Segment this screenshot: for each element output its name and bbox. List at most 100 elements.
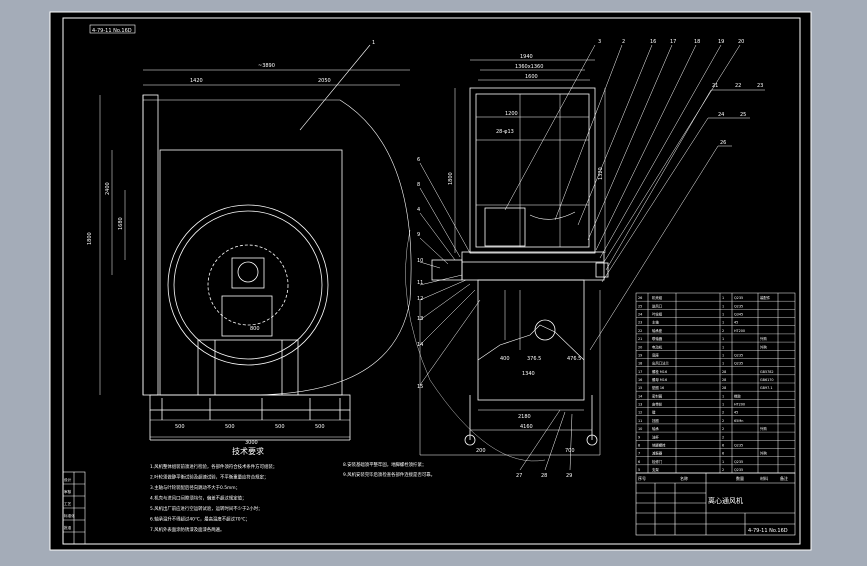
parts-cell: 电动机 [652, 344, 663, 349]
svg-text:500: 500 [315, 424, 325, 430]
parts-cell: 螺栓 M16 [652, 369, 667, 374]
svg-text:3000: 3000 [245, 440, 258, 446]
parts-cell: 20 [638, 345, 642, 349]
parts-cell: 1 [722, 321, 724, 325]
parts-cell: Q235 [734, 296, 743, 300]
svg-text:9: 9 [417, 232, 420, 238]
parts-cell: 28 [722, 370, 726, 374]
parts-cell: 机壳组 [652, 295, 663, 300]
svg-text:700: 700 [565, 448, 575, 454]
parts-cell: 1 [722, 460, 724, 464]
parts-cell: 28 [722, 378, 726, 382]
parts-cell: 26 [638, 296, 642, 300]
tech-title: 技术要求 [232, 446, 264, 456]
parts-cell: Q235 [734, 443, 743, 447]
top-left-tag: 4-79-11 No.16D [92, 28, 132, 34]
svg-text:2400: 2400 [105, 182, 111, 195]
svg-text:24: 24 [718, 112, 724, 118]
parts-cell: 11 [638, 419, 642, 423]
svg-text:1: 1 [372, 40, 375, 46]
parts-cell: 叶轮组 [652, 312, 663, 317]
svg-text:数量: 数量 [736, 475, 744, 481]
parts-cell: 13 [638, 403, 642, 407]
parts-cell: 外购 [760, 336, 767, 341]
parts-cell: 1 [722, 304, 724, 308]
parts-cell: Q235 [734, 353, 743, 357]
parts-cell: 1 [722, 353, 724, 357]
parts-cell: 2 [722, 427, 724, 431]
parts-cell: Q235 [734, 460, 743, 464]
svg-text:1420: 1420 [190, 78, 203, 84]
parts-cell: 1 [722, 337, 724, 341]
tech-note-line: 7.风机外表面涂防锈漆及面漆各两遍。 [150, 526, 224, 533]
svg-text:20: 20 [738, 39, 744, 45]
parts-cell: HT200 [734, 329, 745, 333]
parts-cell: 14 [638, 394, 642, 398]
parts-cell: 外购 [760, 344, 767, 349]
parts-cell: 出风口法兰 [652, 361, 670, 366]
tech-note-line: 6.轴承温升不得超过40℃，最高温度不超过70℃； [150, 516, 250, 523]
parts-cell: 10 [638, 427, 642, 431]
drawing-sheet [49, 11, 812, 551]
svg-text:1600: 1600 [525, 74, 538, 80]
parts-cell: 进风口 [652, 303, 662, 308]
svg-text:材料: 材料 [760, 475, 768, 481]
parts-cell: HT200 [734, 403, 745, 407]
svg-text:1680: 1680 [118, 217, 124, 230]
parts-cell: 45 [734, 411, 738, 415]
parts-cell: 外购 [760, 451, 767, 456]
svg-text:3: 3 [598, 39, 601, 45]
parts-cell: 外购 [760, 426, 767, 431]
drawing-id: 4-79-11 No.16D [748, 528, 788, 534]
parts-cell: 2 [722, 419, 724, 423]
tech-note-line: 9.风机安装完毕后须检查各部件连接是否可靠。 [343, 471, 435, 478]
svg-text:500: 500 [175, 424, 185, 430]
front-view [405, 44, 765, 471]
svg-text:4160: 4160 [520, 424, 533, 430]
parts-cell: 28 [722, 386, 726, 390]
svg-text:25: 25 [740, 112, 746, 118]
svg-text:8: 8 [417, 182, 420, 188]
svg-text:500: 500 [225, 424, 235, 430]
svg-text:序号: 序号 [638, 475, 646, 481]
parts-cell: 9 [638, 435, 640, 439]
parts-cell: 24 [638, 313, 642, 317]
svg-text:28: 28 [541, 473, 547, 479]
parts-cell: 检修门 [652, 459, 663, 464]
svg-text:2050: 2050 [318, 78, 331, 84]
parts-cell: 1 [722, 313, 724, 317]
svg-text:376.5: 376.5 [527, 356, 541, 362]
svg-text:500: 500 [275, 424, 285, 430]
parts-cell: 5 [638, 468, 640, 472]
svg-text:19: 19 [718, 39, 724, 45]
side-view-labels: 1 ~3890 1420 2050 1800 2400 1680 800 500… [87, 40, 375, 446]
parts-cell: 6 [638, 460, 640, 464]
parts-cell: 螺母 M16 [652, 377, 667, 382]
svg-text:1360x1360: 1360x1360 [515, 64, 543, 70]
parts-cell: 1 [722, 394, 724, 398]
parts-cell: 1 [722, 296, 724, 300]
svg-text:15: 15 [417, 384, 423, 390]
svg-text:476.5: 476.5 [567, 356, 581, 362]
svg-text:2: 2 [622, 39, 625, 45]
front-view-labels: 1940 1360x1360 1600 1200 28-φ13 1800 132… [417, 39, 763, 479]
parts-cell: 2 [722, 468, 724, 472]
parts-cell: Q235 [734, 468, 743, 472]
drawing-border [62, 17, 801, 545]
svg-text:26: 26 [720, 140, 726, 146]
svg-text:~3890: ~3890 [258, 63, 275, 69]
parts-cell: 支架 [652, 467, 659, 472]
svg-text:2180: 2180 [518, 414, 531, 420]
parts-cell: 6 [722, 452, 724, 456]
parts-cell: 密封圈 [652, 393, 663, 398]
tech-note-line: 8.安装基础须平整牢固，地脚螺栓须拧紧； [343, 461, 426, 468]
parts-cell: 19 [638, 353, 642, 357]
svg-text:28-φ13: 28-φ13 [496, 129, 514, 135]
parts-cell: 1 [722, 345, 724, 349]
parts-cell: 油杯 [652, 434, 659, 439]
parts-cell: 皮带轮 [652, 402, 663, 407]
svg-text:备注: 备注 [780, 475, 788, 481]
title-block [635, 472, 796, 536]
parts-cell: 垫圈 16 [652, 385, 664, 390]
